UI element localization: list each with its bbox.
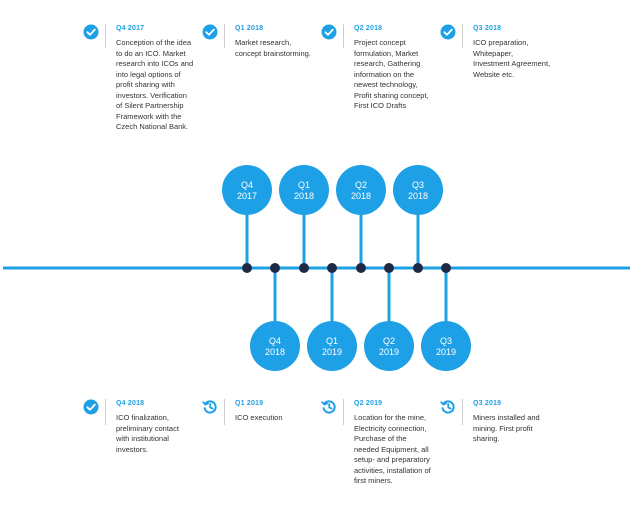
milestone-description: Miners installed and mining. First profi… xyxy=(473,413,540,443)
timeline-dot xyxy=(356,263,366,273)
divider xyxy=(343,24,344,48)
bubble-q4-2018: Q4 2018 xyxy=(250,321,300,371)
bubble-quarter: Q2 xyxy=(383,336,395,346)
milestone-quarter: Q4 2017 xyxy=(116,25,145,32)
bubble-quarter: Q3 xyxy=(412,180,424,190)
divider xyxy=(343,399,344,425)
bubble-q4-2017: Q4 2017 xyxy=(222,165,272,215)
bubble-year: 2018 xyxy=(351,191,371,201)
bubble-quarter: Q2 xyxy=(355,180,367,190)
timeline-dot xyxy=(413,263,423,273)
history-icon xyxy=(202,400,217,414)
timeline-dot xyxy=(299,263,309,273)
check-circle-icon xyxy=(440,24,456,40)
divider xyxy=(462,24,463,48)
bubble-year: 2018 xyxy=(408,191,428,201)
bubble-year: 2019 xyxy=(322,347,342,357)
timeline-dot xyxy=(384,263,394,273)
timeline-dot xyxy=(270,263,280,273)
milestone-quarter: Q1 2019 xyxy=(235,400,264,407)
check-circle-icon xyxy=(83,24,99,40)
check-circle-icon xyxy=(202,24,218,40)
bubble-q3-2019: Q3 2019 xyxy=(421,321,471,371)
bubble-quarter: Q1 xyxy=(298,180,310,190)
divider xyxy=(105,399,106,425)
history-icon xyxy=(321,400,336,414)
divider xyxy=(224,399,225,425)
bubble-year: 2017 xyxy=(237,191,257,201)
milestone-quarter: Q2 2018 xyxy=(354,25,383,32)
bubble-quarter: Q3 xyxy=(440,336,452,346)
bubble-year: 2019 xyxy=(379,347,399,357)
milestone-description: ICO finalization, preliminary contact wi… xyxy=(116,413,179,454)
milestone-description: Market research, concept brainstorming. xyxy=(235,38,311,58)
milestone-quarter: Q4 2018 xyxy=(116,400,145,407)
milestone-description: Conception of the idea to do an ICO. Mar… xyxy=(116,38,194,131)
bubble-quarter: Q4 xyxy=(269,336,281,346)
bubble-q2-2019: Q2 2019 xyxy=(364,321,414,371)
bubble-quarter: Q1 xyxy=(326,336,338,346)
check-circle-icon xyxy=(321,24,337,40)
timeline-dot xyxy=(327,263,337,273)
bubble-q1-2018: Q1 2018 xyxy=(279,165,329,215)
milestone-description: Project concept formulation, Market rese… xyxy=(354,38,429,110)
divider xyxy=(105,24,106,48)
milestone-description: ICO execution xyxy=(235,413,283,422)
timeline-dot xyxy=(242,263,252,273)
bubble-q2-2018: Q2 2018 xyxy=(336,165,386,215)
milestone-description: ICO preparation, Whitepaper, Investment … xyxy=(473,38,551,79)
divider xyxy=(462,399,463,425)
bubble-quarter: Q4 xyxy=(241,180,253,190)
bubble-q1-2019: Q1 2019 xyxy=(307,321,357,371)
milestone-quarter: Q3 2019 xyxy=(473,400,502,407)
bubble-year: 2018 xyxy=(265,347,285,357)
milestone-quarter: Q3 2018 xyxy=(473,25,502,32)
bubble-year: 2019 xyxy=(436,347,456,357)
timeline-dot xyxy=(441,263,451,273)
milestone-description: Location for the mine, Electricity conne… xyxy=(354,413,431,485)
check-circle-icon xyxy=(83,399,99,415)
divider xyxy=(224,24,225,48)
bubble-year: 2018 xyxy=(294,191,314,201)
milestone-quarter: Q1 2018 xyxy=(235,25,264,32)
bubble-q3-2018: Q3 2018 xyxy=(393,165,443,215)
history-icon xyxy=(440,400,455,414)
milestone-quarter: Q2 2019 xyxy=(354,400,383,407)
